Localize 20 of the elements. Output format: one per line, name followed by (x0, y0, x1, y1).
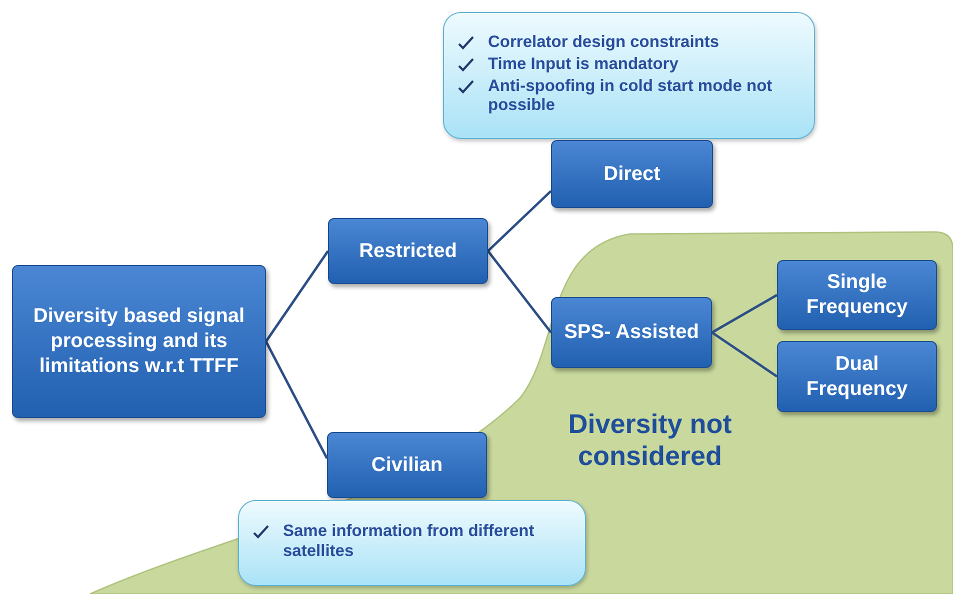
note-text: Time Input is mandatory (488, 54, 678, 74)
process-box: Diversity based signal processing and its limitations w.r.t TTFF (12, 265, 266, 418)
process-box: Civilian (327, 432, 487, 498)
connector-line (711, 331, 778, 378)
process-box: Single Frequency (777, 260, 937, 330)
connector-line (711, 294, 778, 334)
connector-line (487, 250, 552, 334)
note-callout (443, 12, 815, 139)
note-text: Correlator design constraints (488, 32, 720, 53)
process-box: Restricted (328, 218, 488, 284)
process-box: SPS- Assisted (551, 297, 712, 368)
connector-line (264, 340, 328, 459)
process-box: Dual Frequency (777, 341, 937, 412)
note-callout (238, 500, 586, 586)
connector-line (487, 190, 552, 252)
region-label: Diversity not considered (567, 408, 733, 473)
note-text: Anti-spoofing in cold start mode not possible (488, 76, 774, 116)
connector-line (264, 250, 330, 342)
note-text: Same information from different satellites (283, 522, 536, 562)
process-box: Direct (551, 140, 713, 208)
